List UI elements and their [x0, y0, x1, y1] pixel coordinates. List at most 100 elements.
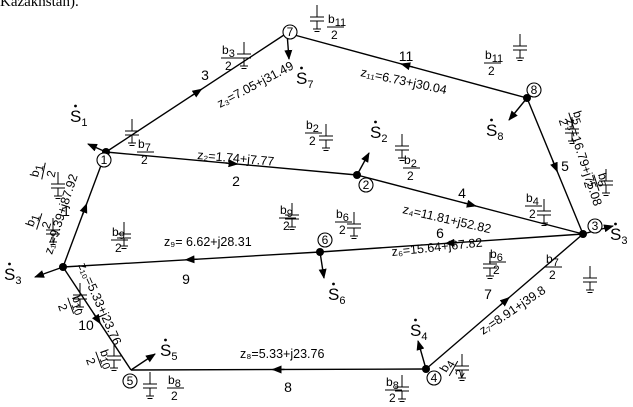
- shunt-capacitor-b2: b22: [305, 118, 333, 151]
- line-number-1: 1: [62, 203, 70, 219]
- dot-accent: [332, 282, 335, 286]
- fraction-denominator: 2: [83, 356, 99, 367]
- fraction-numerator: b9: [112, 225, 125, 242]
- shunts-layer: b12b12b22b22b32b42b42b52b52b62b62b72b72b…: [23, 5, 613, 405]
- line-direction-arrow: [464, 199, 477, 208]
- load-symbol: S3: [610, 225, 627, 247]
- bus-label-text: 4: [431, 371, 438, 385]
- shunt-fraction: b92: [111, 225, 128, 255]
- load-S8: S8: [486, 97, 528, 143]
- bus-node-8: [523, 94, 531, 102]
- line-direction-arrow: [191, 88, 203, 98]
- bus-label-text: 6: [322, 233, 329, 247]
- line-number-2: 2: [232, 173, 240, 189]
- impedance-label-2: z₂=1.74+j7.77: [197, 148, 275, 169]
- shunt-capacitor-b7: b72: [545, 252, 597, 293]
- fraction-denominator: 2: [115, 241, 122, 255]
- fraction-numerator: b6: [336, 207, 349, 224]
- shunt-fraction: b62: [335, 207, 352, 237]
- impedance-label-1: z₁=9.39+j87.92: [42, 172, 81, 256]
- bus-label-text: 7: [287, 25, 294, 39]
- bus-label-text: 2: [363, 178, 370, 192]
- impedance-label-10: z₁₀=5.33+j23.76: [75, 261, 124, 348]
- fraction-denominator: 2: [581, 179, 596, 190]
- dot-accent: [490, 118, 493, 122]
- fraction-denominator: 2: [225, 59, 232, 73]
- fraction-numerator: b11: [485, 48, 503, 65]
- load-S6: S6: [318, 251, 345, 307]
- dot-accent: [74, 104, 77, 108]
- shunt-capacitor-b6: b62: [483, 247, 506, 279]
- bus-label-text: 3: [592, 219, 599, 233]
- fraction-numerator: b10: [94, 348, 116, 372]
- bus-label-5: 5: [122, 373, 138, 389]
- impedance-label-9: z₉= 6.62+j28.31: [164, 235, 252, 249]
- fraction-denominator: 2: [331, 28, 338, 42]
- line-direction-arrow: [400, 62, 413, 71]
- dot-accent: [414, 318, 417, 322]
- bus-label-text: 1: [101, 153, 108, 167]
- line-number-7: 7: [484, 286, 492, 302]
- fraction-denominator: 2: [55, 302, 71, 313]
- line-number-6: 6: [436, 225, 444, 241]
- fraction-denominator: 2: [529, 207, 536, 221]
- fraction-denominator: 2: [488, 64, 495, 78]
- line-direction-arrow: [444, 238, 458, 247]
- shunt-fraction: b72: [137, 137, 154, 167]
- line-number-3: 3: [201, 67, 209, 83]
- bus-label-7: 7: [282, 24, 298, 40]
- shunt-capacitor-b9: b92: [279, 203, 299, 233]
- caption-text: Kazakhstan).: [0, 0, 79, 10]
- load-S4: S4: [410, 318, 427, 370]
- shunt-fraction: b52: [581, 171, 612, 191]
- dot-accent: [8, 262, 11, 266]
- bus-node-6: [316, 248, 324, 256]
- shunt-fraction: b92: [279, 203, 296, 233]
- fraction-denominator: 2: [493, 263, 500, 277]
- shunt-capacitor-b5: b52: [581, 169, 613, 196]
- shunt-fraction: b82: [385, 375, 402, 405]
- fraction-denominator: 2: [309, 134, 316, 148]
- bus-label-1: 1: [96, 152, 112, 168]
- shunt-fraction: b52: [556, 109, 587, 129]
- bus-node-2: [353, 171, 361, 179]
- shunt-fraction: b72: [545, 252, 562, 282]
- load-S1: S1: [70, 104, 107, 153]
- shunt-capacitor-b7: b72: [125, 119, 154, 167]
- line-direction-arrow: [79, 202, 88, 216]
- fraction-denominator: 2: [407, 169, 414, 183]
- load-symbol: S4: [410, 321, 427, 343]
- shunt-capacitor-b5: b52: [556, 109, 587, 144]
- fraction-numerator: b11: [328, 12, 346, 29]
- bus-label-6: 6: [317, 232, 333, 248]
- fraction-denominator: 2: [39, 219, 54, 230]
- fraction-numerator: b9: [280, 203, 293, 220]
- load-symbol: S1: [70, 107, 87, 129]
- impedance-label-5: z₅=16.79+j75.08: [563, 117, 605, 208]
- labels-layer: 1234567891011z₁=9.39+j87.92z₂=1.74+j7.77…: [42, 48, 605, 395]
- dot-accent: [164, 338, 167, 342]
- fraction-denominator: 2: [389, 391, 396, 405]
- impedance-label-11: z₁₁=6.73+j30.04: [359, 65, 448, 97]
- bus-node-3: [579, 230, 587, 238]
- fraction-denominator: 2: [339, 223, 346, 237]
- shunt-capacitor-b2: b22: [395, 134, 420, 183]
- line-direction-arrow: [225, 159, 239, 168]
- load-symbol: S2: [370, 123, 387, 145]
- fraction-numerator: b7: [138, 137, 151, 154]
- fraction-numerator: b8: [386, 375, 399, 392]
- bus-node-5: [59, 263, 67, 271]
- line-number-5: 5: [561, 158, 569, 174]
- shunt-fraction: b32: [221, 43, 238, 73]
- bus-label-2: 2: [358, 177, 374, 193]
- fraction-denominator: 2: [171, 389, 178, 403]
